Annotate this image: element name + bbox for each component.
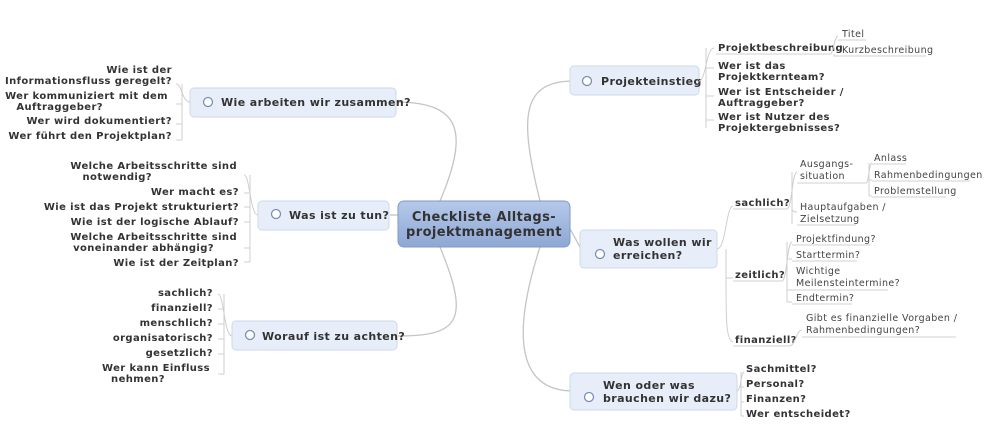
starttermin: Starttermin? [796,250,860,261]
arbeitsschritte-line1: Welche Arbeitsschritte sind [70,161,237,172]
ausgangssituation-line1: Ausgangs- [800,159,853,170]
dokumentiert: Wer wird dokumentiert? [26,116,172,127]
branch-projekteinstieg: Projekteinstieg Projektbeschreibung Tite… [569,29,933,134]
topic-projekteinstieg-label: Projekteinstieg [601,75,702,88]
branch-was-wollen-wir-erreichen: Was wollen wir erreichen? sachlich? Ausg… [579,153,983,347]
einfluss-line2: nehmen? [111,374,165,385]
finanzen: Finanzen? [746,394,806,405]
endtermin: Endtermin? [796,293,854,304]
nutzer-line1: Wer ist Nutzer des [718,112,830,123]
meilensteine-line2: Meilensteintermine? [796,278,900,289]
nutzer-line2: Projektergebnisses? [718,123,840,134]
entscheider-line1: Wer ist Entscheider / [718,87,844,98]
topic-was-wollen-wir-erreichen[interactable]: Was wollen wir erreichen? [579,229,718,269]
anlass: Anlass [874,153,907,164]
finanzielle-vorgaben-line2: Rahmenbedingungen? [806,325,920,336]
topic-tun-label: Was ist zu tun? [289,209,389,222]
wollen-zeitlich: zeitlich? [735,270,785,281]
hauptaufgaben-line1: Hauptaufgaben / [800,202,886,213]
central-title-line1: Checkliste Alltags- [412,210,556,225]
abhaengig-line1: Welche Arbeitsschritte sind [70,232,237,243]
wer-entscheidet: Wer entscheidet? [746,409,851,420]
kommuniziert-line2: Auftraggeber? [16,102,103,113]
hauptaufgaben-line2: Zielsetzung [800,214,860,225]
informationsfluss-line1: Wie ist der [106,65,172,76]
main-branches [390,80,583,392]
achten-gesetzlich: gesetzlich? [146,348,213,359]
personal: Personal? [746,379,805,390]
kurzbeschreibung: Kurzbeschreibung [842,45,933,56]
topic-wen-oder-was-brauchen-wir[interactable]: Wen oder was brauchen wir dazu? [569,372,738,411]
wer-macht-es: Wer macht es? [151,187,239,198]
branch-wie-arbeiten-wir-zusammen: Wie arbeiten wir zusammen? Wie ist der I… [5,65,411,142]
abhaengig-line2: voneinander abhängig? [73,243,214,254]
einfluss-line1: Wer kann Einfluss [102,363,210,374]
rahmenbedingungen: Rahmenbedingungen [874,170,983,181]
arbeitsschritte-line2: notwendig? [83,172,152,183]
projekt-strukturiert: Wie ist das Projekt strukturiert? [44,202,239,213]
achten-menschlich: menschlich? [140,318,213,329]
titel: Titel [841,29,864,40]
kommuniziert-line1: Wer kommuniziert mit dem [5,91,168,102]
topic-circle-icon [202,96,214,108]
topic-circle-icon [244,329,256,341]
topic-circle-icon [270,208,282,220]
logischer-ablauf: Wie ist der logische Ablauf? [71,217,239,228]
wollen-sachlich: sachlich? [735,198,790,209]
achten-sachlich: sachlich? [158,288,213,299]
sachmittel: Sachmittel? [746,364,817,375]
branch-was-ist-zu-tun: Was ist zu tun? Welche Arbeitsschritte s… [44,161,390,269]
topic-brauchen-line2: brauchen wir dazu? [603,392,731,405]
projektkernteam-line1: Wer ist das [718,61,786,72]
wollen-finanziell: finanziell? [735,335,797,346]
projektplan: Wer führt den Projektplan? [8,131,172,142]
central-topic[interactable]: Checkliste Alltags- projektmanagement [397,200,571,248]
topic-circle-icon [594,248,606,260]
entscheider-line2: Auftraggeber? [718,98,805,109]
projektkernteam-line2: Projektkernteam? [718,72,825,83]
topic-circle-icon [583,391,595,403]
finanzielle-vorgaben-line1: Gibt es finanzielle Vorgaben / [806,313,958,324]
topic-brauchen-line1: Wen oder was [603,379,695,392]
topic-zusammen-label: Wie arbeiten wir zusammen? [221,96,411,109]
topic-wollen-line1: Was wollen wir [613,236,712,249]
central-title-line2: projektmanagement [406,225,562,240]
topic-wie-arbeiten-wir-zusammen[interactable]: Wie arbeiten wir zusammen? [189,87,411,118]
topic-worauf-ist-zu-achten[interactable]: Worauf ist zu achten? [231,320,405,351]
topic-wollen-line2: erreichen? [613,249,683,262]
meilensteine-line1: Wichtige [796,266,841,277]
informationsfluss-line2: Informationsfluss geregelt? [5,76,172,87]
projektbeschreibung: Projektbeschreibung [718,43,843,54]
topic-circle-icon [581,75,593,87]
topic-was-ist-zu-tun[interactable]: Was ist zu tun? [257,200,390,231]
problemstellung: Problemstellung [874,186,957,197]
branch-wen-oder-was-brauchen-wir: Wen oder was brauchen wir dazu? Sachmitt… [569,364,851,420]
projektfindung: Projektfindung? [796,234,876,245]
achten-finanziell: finanziell? [151,303,213,314]
branch-worauf-ist-zu-achten: Worauf ist zu achten? sachlich? finanzie… [102,288,405,385]
achten-organisatorisch: organisatorisch? [113,333,213,344]
zeitplan: Wie ist der Zeitplan? [113,258,239,269]
topic-projekteinstieg[interactable]: Projekteinstieg [569,65,702,96]
topic-achten-label: Worauf ist zu achten? [262,330,405,343]
ausgangssituation-line2: situation [800,171,845,182]
